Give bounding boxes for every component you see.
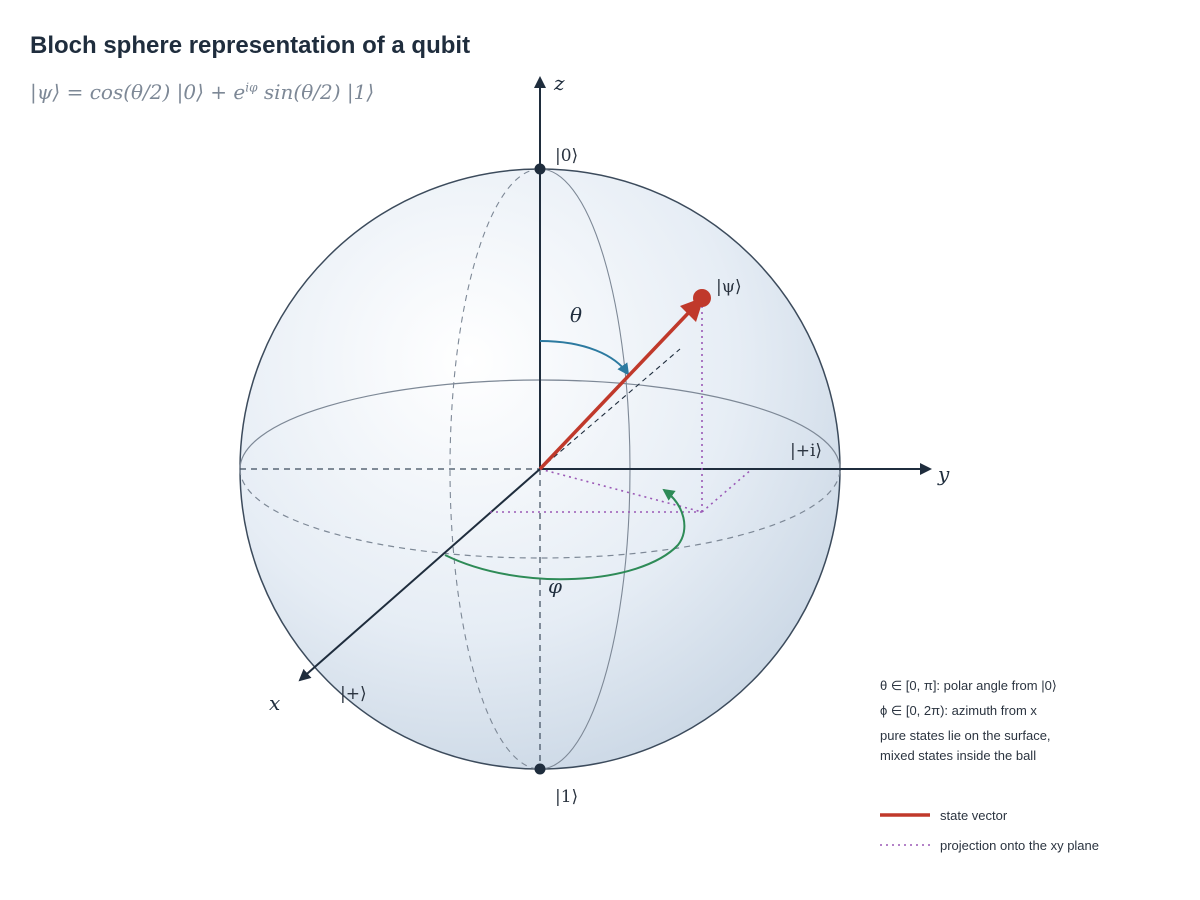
projection-y-line — [701, 468, 753, 513]
ket-psi-label: |ψ⟩ — [716, 277, 742, 297]
meridian-back — [449, 168, 541, 770]
note-phi: ϕ ∈ [0, 2π): azimuth from x — [880, 703, 1037, 718]
formula-rhs: sin(θ/2) |1⟩ — [257, 80, 375, 104]
phi-label: φ — [548, 574, 562, 598]
state-formula: |ψ⟩ = cos(θ/2) |0⟩ + eiφ sin(θ/2) |1⟩ — [30, 80, 374, 104]
formula-exponent: iφ — [245, 80, 258, 95]
ket-one-label: |1⟩ — [555, 787, 578, 807]
state-point — [693, 289, 711, 307]
legend-state-vector-label: state vector — [940, 808, 1008, 823]
ket-plus-label: |+⟩ — [340, 684, 367, 704]
note-theta: θ ∈ [0, π]: polar angle from |0⟩ — [880, 678, 1057, 693]
page-title: Bloch sphere representation of a qubit — [30, 32, 471, 59]
z-axis-label: z — [553, 71, 565, 95]
y-axis-label: y — [937, 462, 950, 486]
note-pure-states: pure states lie on the surface, — [880, 728, 1051, 743]
legend-projection-label: projection onto the xy plane — [940, 838, 1099, 853]
equator-front — [239, 468, 841, 559]
ket-plus-i-label: |+i⟩ — [790, 441, 822, 461]
theta-label: θ — [570, 303, 582, 327]
x-axis-label: x — [269, 691, 280, 715]
x-axis — [298, 468, 541, 682]
phi-arc — [444, 488, 686, 581]
ket-zero-label: |0⟩ — [555, 146, 578, 166]
south-pole-point — [534, 763, 546, 775]
north-pole-point — [534, 163, 546, 175]
projection-origin-line — [539, 468, 703, 513]
formula-lhs: |ψ⟩ = cos(θ/2) |0⟩ + e — [30, 80, 246, 104]
note-mixed-states: mixed states inside the ball — [880, 748, 1036, 763]
guide-line — [539, 348, 681, 470]
state-vector — [538, 305, 696, 471]
theta-arc — [539, 340, 630, 376]
